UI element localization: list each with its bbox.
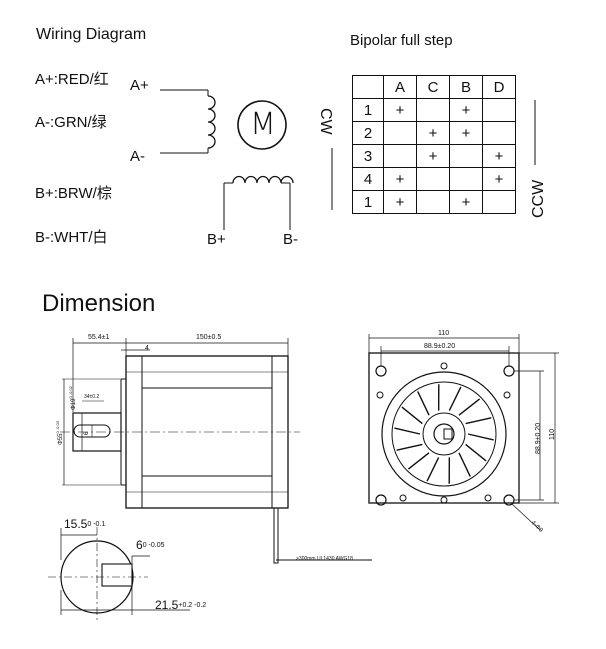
step-table: A C B D 1 + + 2 + + 3 + + 4 + + 1 + + (352, 75, 516, 214)
table-cell (482, 121, 516, 145)
table-cell (449, 167, 483, 191)
rotor-spoke (467, 433, 494, 441)
front-view (368, 334, 559, 531)
table-row: 1 + + (352, 98, 516, 122)
step-table-title: Bipolar full step (350, 32, 453, 49)
table-cell (482, 98, 516, 122)
table-cell: + (449, 98, 483, 122)
dim-key-height: 21.5+0.2 -0.2 (155, 598, 207, 612)
terminal-b-plus: B+ (207, 231, 226, 248)
wiring-title: Wiring Diagram (36, 26, 147, 43)
table-cell: + (482, 167, 516, 191)
lead-wire-note: >300mm UL1430 AWG18 (296, 556, 353, 562)
table-cell (383, 144, 417, 168)
dim-shaft-length: 55.4±1 (88, 334, 110, 341)
rotor-spoke (394, 427, 421, 435)
rotor-spoke (417, 391, 430, 416)
step-number: 2 (352, 121, 384, 145)
motor-circle (237, 100, 287, 150)
dim-hole-spacing-h: 88.9±0.20 (424, 343, 456, 350)
motor-symbol: M (250, 107, 276, 142)
table-row: 2 + + (352, 121, 516, 145)
table-row: 4 + + (352, 167, 516, 191)
terminal-b-minus: B- (283, 231, 298, 248)
ccw-label: CCW (530, 179, 547, 218)
table-cell: + (383, 98, 417, 122)
side-view (60, 338, 372, 564)
table-cell (352, 75, 384, 99)
rotor-spoke (407, 452, 430, 470)
table-header-c: C (416, 75, 450, 99)
wire-label-a-plus: A+:RED/红 (35, 71, 109, 88)
table-cell: + (383, 190, 417, 214)
table-cell: + (449, 121, 483, 145)
rotor-spoke (465, 443, 487, 462)
table-cell (449, 144, 483, 168)
table-header-d: D (482, 75, 516, 99)
terminal-a-plus: A+ (130, 77, 149, 94)
coil-a (207, 95, 216, 149)
step-number: 4 (352, 167, 384, 191)
table-header-b: B (449, 75, 483, 99)
dim-hole-spacing-v: 88.9±0.20 (535, 422, 542, 454)
table-cell: + (383, 167, 417, 191)
table-header-row: A C B D (352, 75, 516, 99)
rotor-spoke (401, 406, 423, 425)
dim-key-width: 6 (84, 431, 90, 435)
rotor-spoke (426, 457, 440, 482)
rotor-spoke (448, 386, 462, 411)
table-header-a: A (383, 75, 417, 99)
table-cell: + (482, 144, 516, 168)
dimension-title: Dimension (42, 290, 156, 317)
dim-body-length: 150±0.5 (196, 334, 222, 341)
wire-label-a-minus: A-:GRN/绿 (35, 114, 107, 131)
dim-shaft-diameter: Φ190 -0.02 (68, 386, 77, 410)
table-cell: + (416, 144, 450, 168)
step-number: 1 (352, 190, 384, 214)
table-cell (383, 121, 417, 145)
table-row: 1 + + (352, 190, 516, 214)
coil-b (232, 175, 294, 184)
rotor-spoke (465, 417, 492, 425)
table-cell (416, 190, 450, 214)
dim-flat-width: 15.50 -0.1 (64, 517, 106, 531)
table-row: 3 + + (352, 144, 516, 168)
table-cell: + (449, 190, 483, 214)
table-cell: + (416, 121, 450, 145)
terminal-a-minus: A- (130, 148, 145, 165)
dim-front-width: 110 (438, 330, 450, 337)
cw-label: CW (317, 108, 334, 135)
dim-front-height: 110 (549, 428, 556, 440)
dim-pilot-diameter: Φ550 -0.03 (55, 421, 64, 445)
table-cell (482, 190, 516, 214)
rotor-spoke (458, 452, 471, 477)
dim-flange-thickness: 4 (145, 345, 149, 352)
dim-flat-length: 34±0.2 (84, 394, 100, 400)
step-number: 1 (352, 98, 384, 122)
table-cell (416, 98, 450, 122)
table-cell (416, 167, 450, 191)
rotor-spoke (458, 398, 481, 416)
step-number: 3 (352, 144, 384, 168)
rotor-spoke (396, 443, 423, 451)
wire-label-b-plus: B+:BRW/棕 (35, 185, 112, 202)
shaft-section (48, 527, 190, 622)
wire-label-b-minus: B-:WHT/白 (35, 229, 108, 246)
dim-section-key-width: 60 -0.05 (136, 538, 165, 552)
